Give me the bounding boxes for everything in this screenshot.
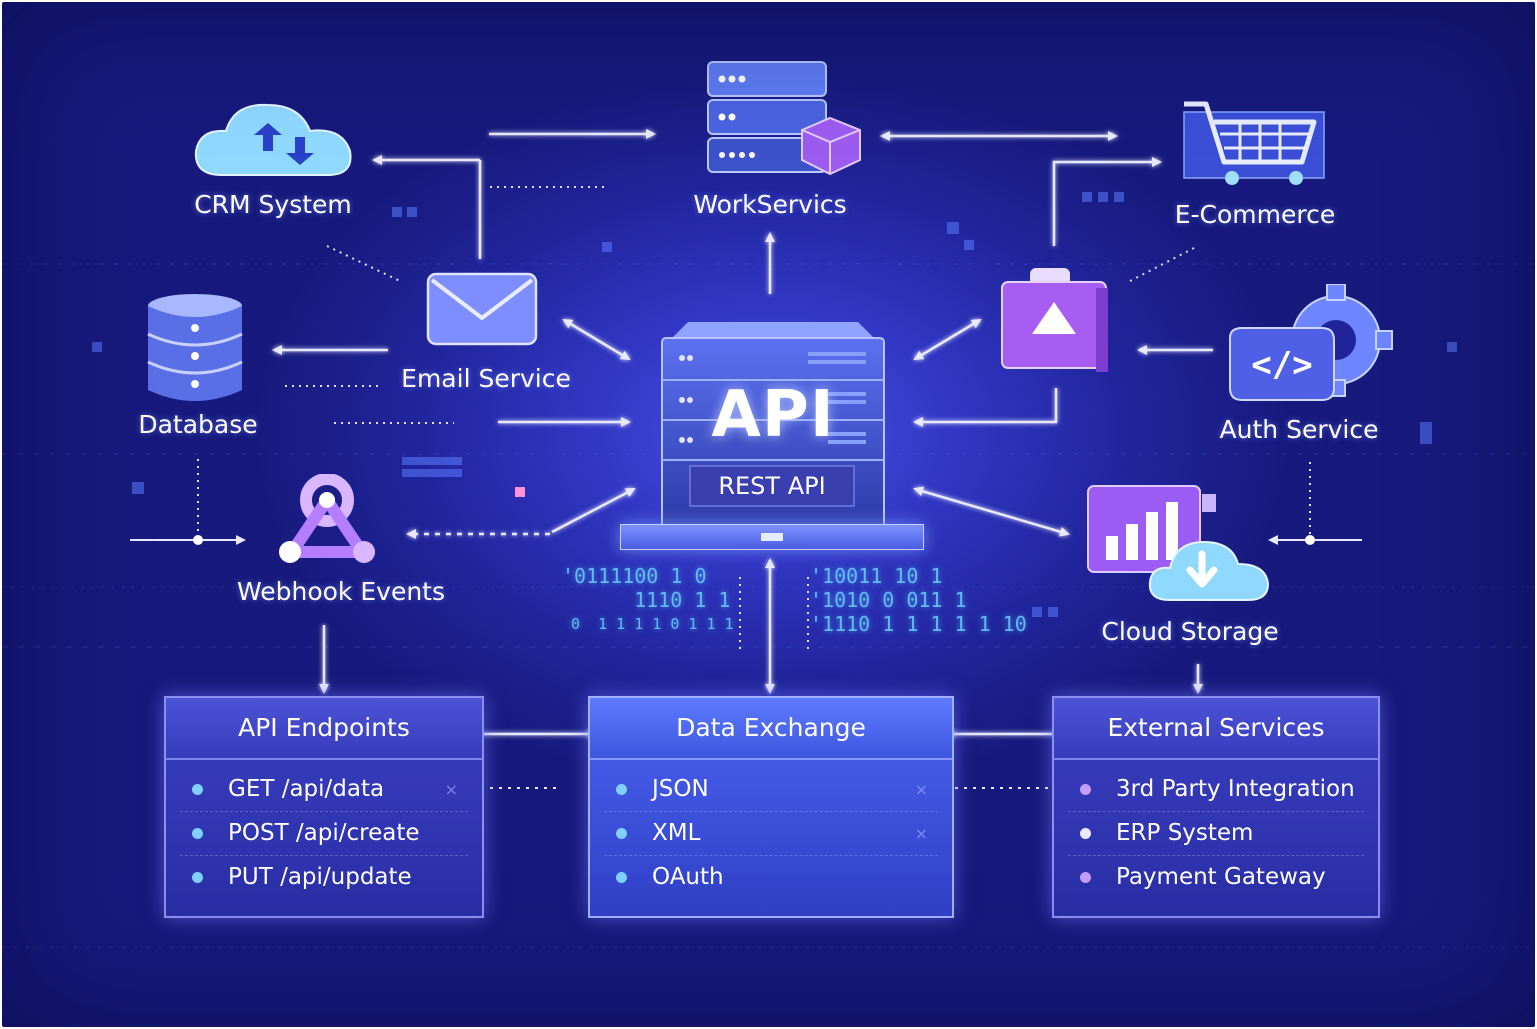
database-icon: [147, 294, 243, 401]
ecommerce-label: E-Commerce: [1174, 200, 1336, 229]
bullet-icon: [1080, 872, 1091, 883]
webhook-label: Webhook Events: [236, 577, 446, 606]
data-exchange-title: Data Exchange: [590, 698, 952, 760]
cloud-download-icon: [1087, 485, 1270, 601]
database-node[interactable]: [145, 292, 245, 404]
close-icon: ×: [914, 824, 928, 843]
email-node[interactable]: [426, 272, 538, 346]
bullet-icon: [192, 784, 203, 795]
binary-left-line-3: 0 1 1 1 1 0 1 1 1: [562, 615, 734, 633]
rest-api-label: REST API: [718, 472, 826, 500]
webhook-node[interactable]: [270, 473, 384, 566]
folder-upload-icon: [1001, 268, 1108, 372]
list-item[interactable]: POST /api/create: [180, 812, 468, 856]
item-label: GET /api/data: [228, 776, 385, 802]
shopping-cart-icon: [1183, 101, 1325, 185]
binary-right-line-2: '1010 0 011 1: [810, 588, 967, 612]
list-item[interactable]: OAuth: [604, 856, 938, 899]
item-label: PUT /api/update: [228, 864, 412, 890]
code-gear-icon: </>: [1229, 283, 1393, 401]
list-item[interactable]: PUT /api/update: [180, 856, 468, 899]
api-endpoints-title: API Endpoints: [166, 698, 482, 760]
list-item[interactable]: JSON ×: [604, 768, 938, 812]
cloud-storage-node[interactable]: [1086, 480, 1272, 605]
upload-node[interactable]: [1000, 268, 1112, 378]
crm-node[interactable]: [192, 97, 362, 177]
item-label: XML: [652, 820, 701, 846]
base-indicator: [761, 533, 783, 541]
api-title: API: [711, 378, 835, 452]
item-label: POST /api/create: [228, 820, 420, 846]
binary-left-line-2: 1110 1 1: [610, 588, 731, 612]
bullet-icon: [616, 784, 627, 795]
item-label: 3rd Party Integration: [1116, 776, 1355, 802]
bullet-icon: [192, 872, 203, 883]
close-icon: ×: [914, 780, 928, 799]
data-exchange-list: JSON × XML × OAuth: [590, 760, 952, 899]
ecommerce-node[interactable]: [1180, 98, 1330, 193]
email-label: Email Service: [401, 364, 571, 393]
bullet-icon: [616, 828, 627, 839]
item-label: OAuth: [652, 864, 724, 890]
item-label: ERP System: [1116, 820, 1254, 846]
data-exchange-panel[interactable]: Data Exchange JSON × XML × OAuth: [588, 696, 954, 918]
api-server-base: [620, 524, 924, 550]
list-item[interactable]: 3rd Party Integration: [1068, 768, 1364, 812]
close-icon: ×: [444, 780, 458, 799]
crm-label: CRM System: [194, 190, 352, 219]
list-item[interactable]: XML ×: [604, 812, 938, 856]
svg-text:</>: </>: [1251, 345, 1312, 385]
external-services-title: External Services: [1054, 698, 1378, 760]
list-item[interactable]: ERP System: [1068, 812, 1364, 856]
list-item[interactable]: GET /api/data ×: [180, 768, 468, 812]
api-server-graphic: [661, 322, 885, 529]
bullet-icon: [616, 872, 627, 883]
item-label: Payment Gateway: [1116, 864, 1326, 890]
external-services-list: 3rd Party Integration ERP System Payment…: [1054, 760, 1378, 899]
webhook-icon: [279, 473, 375, 563]
auth-label: Auth Service: [1219, 415, 1379, 444]
binary-left-line-1: '0111100 1 0: [562, 564, 707, 588]
binary-stream-right: '10011 10 1 '1010 0 011 1 '1110 1 1 1 1 …: [810, 564, 1027, 636]
bullet-icon: [192, 828, 203, 839]
list-item[interactable]: Payment Gateway: [1068, 856, 1364, 899]
envelope-icon: [426, 272, 538, 346]
workservices-node[interactable]: [702, 60, 867, 185]
binary-stream-left: '0111100 1 0 1110 1 1 0 1 1 1 1 0 1 1 1: [562, 564, 734, 636]
api-endpoints-panel[interactable]: API Endpoints GET /api/data × POST /api/c…: [164, 696, 484, 918]
cloud-sync-icon: [194, 103, 352, 176]
cloud-storage-label: Cloud Storage: [1101, 617, 1279, 646]
database-label: Database: [138, 410, 258, 439]
bullet-icon: [1080, 784, 1091, 795]
external-services-panel[interactable]: External Services 3rd Party Integration …: [1052, 696, 1380, 918]
api-endpoints-list: GET /api/data × POST /api/create PUT /api…: [166, 760, 482, 899]
bullet-icon: [1080, 828, 1091, 839]
binary-right-line-3: '1110 1 1 1 1 1 10: [810, 612, 1027, 636]
binary-right-line-1: '10011 10 1: [810, 564, 943, 588]
workservices-label: WorkServics: [693, 190, 847, 219]
auth-node[interactable]: </>: [1226, 283, 1396, 404]
server-stack-icon: [707, 61, 861, 176]
api-server[interactable]: API REST API: [658, 320, 888, 530]
item-label: JSON: [652, 776, 709, 802]
